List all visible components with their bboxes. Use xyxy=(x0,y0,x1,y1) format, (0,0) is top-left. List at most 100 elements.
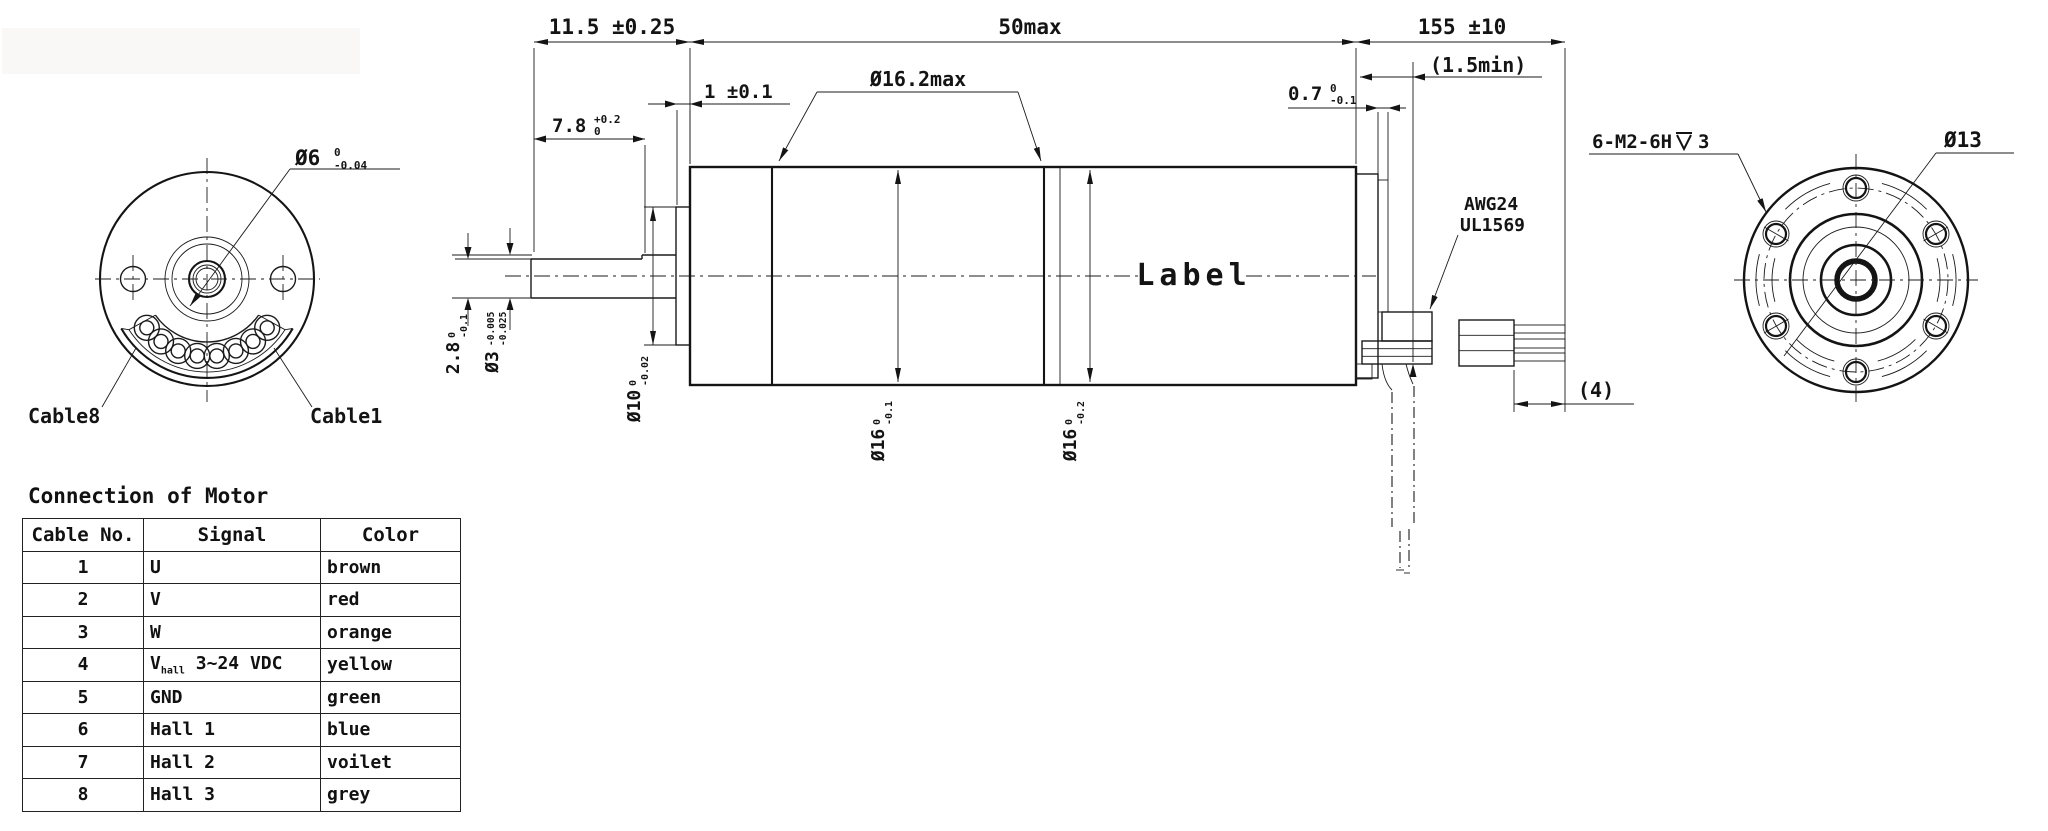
col-header-signal: Signal xyxy=(143,518,321,552)
cell-color: grey xyxy=(320,778,461,812)
svg-text:Ø10: Ø10 xyxy=(624,390,645,424)
front-view: Ø6 0 -0.04 Cable8 Cable1 xyxy=(28,146,400,428)
wire-spec: AWG24 UL1569 xyxy=(1429,194,1525,310)
cell-cable-no: 5 xyxy=(22,680,144,714)
dim-bolt-circle: Ø13 xyxy=(1783,128,2014,357)
dim-connector-len: (4) xyxy=(1514,378,1634,407)
svg-text:0: 0 xyxy=(334,146,341,159)
cell-color: orange xyxy=(320,615,461,649)
cell-signal: W xyxy=(143,615,321,649)
body-label: Label xyxy=(1136,258,1251,293)
dim-rear-plate: 0.7 0 -0.1 xyxy=(1288,82,1406,112)
depth-symbol-icon xyxy=(1676,132,1692,152)
cell-color: green xyxy=(320,680,461,714)
dim-front-boss-dia: Ø6 0 -0.04 xyxy=(189,146,400,307)
dim-wire-free-min: (1.5min) xyxy=(1360,53,1542,81)
cell-signal: GND xyxy=(143,680,321,714)
svg-text:-0.005: -0.005 xyxy=(486,311,497,346)
dim-boss-width: 1 ±0.1 xyxy=(648,81,790,108)
col-header-cable-no: Cable No. xyxy=(22,518,144,552)
cable-ribbon xyxy=(1361,340,1433,365)
dim-shaft-flat: 2.8 0 -0.1 xyxy=(443,233,532,374)
cell-cable-no: 6 xyxy=(22,713,144,747)
dim-gear-dia: Ø16 0 -0.1 xyxy=(868,170,901,463)
cell-color: brown xyxy=(320,550,461,584)
rear-view: 6-M2-6H 3 Ø13 xyxy=(1589,128,2014,406)
dim-body-length: 50max xyxy=(998,15,1062,39)
dim-motor-dia: Ø16 0 -0.2 xyxy=(1060,170,1093,462)
svg-text:0: 0 xyxy=(447,332,458,338)
thread-callout: 6-M2-6H 3 xyxy=(1589,131,1767,213)
svg-text:-0.1: -0.1 xyxy=(459,314,470,338)
shaft xyxy=(530,254,676,299)
watermark xyxy=(2,28,360,74)
svg-text:-0.1: -0.1 xyxy=(1330,94,1357,107)
table-header-row: Cable No. Signal Color xyxy=(22,518,461,552)
cell-cable-no: 2 xyxy=(22,583,144,617)
cell-color: voilet xyxy=(320,745,461,779)
side-view: Label xyxy=(505,165,1566,574)
cell-signal: U xyxy=(143,550,321,584)
wire xyxy=(1513,352,1566,362)
rear-assembly xyxy=(1355,173,1566,380)
svg-text:6-M2-6H: 6-M2-6H xyxy=(1592,131,1672,153)
svg-text:(4): (4) xyxy=(1578,378,1614,402)
svg-text:Ø3: Ø3 xyxy=(482,351,503,374)
cable1-label: Cable1 xyxy=(310,404,382,428)
svg-text:2.8: 2.8 xyxy=(443,342,464,375)
table-title: Connection of Motor xyxy=(28,484,269,508)
side-dimensions: 11.5 ±0.25 50max 155 ±10 (1.5min) 0.7 0 … xyxy=(443,15,1634,462)
svg-text:7.8: 7.8 xyxy=(552,115,586,137)
dim-flat-length: 7.8 +0.2 0 xyxy=(534,113,645,143)
svg-text:0: 0 xyxy=(628,380,639,386)
hanging-cable xyxy=(1381,363,1415,574)
cell-cable-no: 4 xyxy=(22,648,144,682)
cell-cable-no: 7 xyxy=(22,745,144,779)
cell-cable-no: 8 xyxy=(22,778,144,812)
svg-text:+0.2: +0.2 xyxy=(594,113,621,126)
dim-shaft-dia: Ø3 -0.005 -0.025 xyxy=(482,228,514,374)
wire-spec-line1: AWG24 xyxy=(1464,194,1518,215)
wire-spec-line2: UL1569 xyxy=(1460,215,1525,236)
cell-signal: Vhall 3~24 VDC xyxy=(143,648,321,682)
cell-cable-no: 3 xyxy=(22,615,144,649)
cell-color: red xyxy=(320,583,461,617)
svg-text:Ø13: Ø13 xyxy=(1943,128,1982,152)
cell-signal: Hall 2 xyxy=(143,745,321,779)
svg-text:-0.025: -0.025 xyxy=(498,311,509,346)
wire xyxy=(1513,338,1566,349)
col-header-color: Color xyxy=(320,518,461,552)
cable-boot xyxy=(1381,311,1433,342)
cable-holes xyxy=(133,314,281,370)
svg-text:0: 0 xyxy=(1330,82,1337,95)
cell-color: blue xyxy=(320,713,461,747)
dim-gear-od-max: Ø16.2max xyxy=(778,67,1042,162)
connection-table: Connection of Motor Cable No. Signal Col… xyxy=(22,484,462,812)
wire xyxy=(1513,324,1566,334)
svg-text:0: 0 xyxy=(872,419,883,425)
svg-text:3: 3 xyxy=(1698,131,1709,153)
cable8-label: Cable8 xyxy=(28,404,100,428)
dim-cable-length: 155 ±10 xyxy=(1418,15,1507,39)
svg-text:0.7: 0.7 xyxy=(1288,83,1322,105)
svg-text:1 ±0.1: 1 ±0.1 xyxy=(704,81,773,103)
svg-text:Ø16: Ø16 xyxy=(868,429,889,463)
dim-text: Ø6 xyxy=(294,146,320,170)
dim-boss-dia: Ø10 0 -0.02 xyxy=(624,206,679,424)
dim-shaft-overhang: 11.5 ±0.25 xyxy=(549,15,675,39)
svg-text:0: 0 xyxy=(1064,419,1075,425)
connector xyxy=(1458,319,1515,367)
cell-signal: V xyxy=(143,583,321,617)
svg-text:-0.02: -0.02 xyxy=(640,356,651,386)
svg-text:-0.2: -0.2 xyxy=(1076,401,1087,425)
